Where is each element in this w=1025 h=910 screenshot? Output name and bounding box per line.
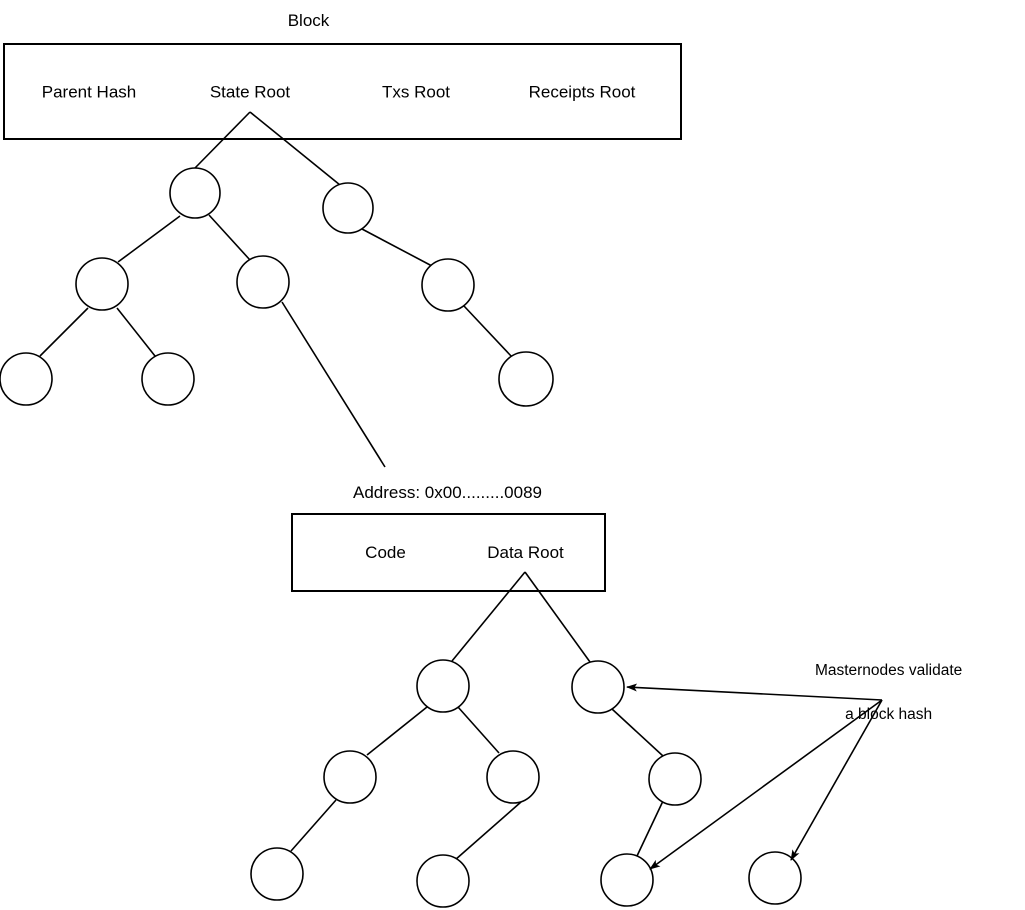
state-trie-edge-2 (117, 215, 181, 263)
data-trie-edge-4 (611, 708, 664, 757)
data-trie-node-d2[interactable] (571, 660, 625, 714)
state-trie-edges (39, 111, 513, 468)
annotation-line-1: Masternodes validate (814, 662, 963, 679)
account-field-label-0: Code (365, 543, 406, 562)
account-address-label: Address: 0x00.........0089 (352, 483, 542, 502)
data-trie-node-d9[interactable] (748, 851, 802, 905)
masternode-annotation-label: Masternodes validate a block hash (790, 638, 970, 748)
data-trie-edge-5 (290, 799, 337, 852)
account-field-label-1: Data Root (487, 543, 564, 562)
state-trie-edge-8 (281, 301, 386, 468)
data-trie-node-d1[interactable] (416, 659, 470, 713)
data-trie-edges (290, 571, 664, 861)
account-fields: Code Data Root (312, 532, 592, 572)
data-trie-node-d6[interactable] (250, 847, 304, 901)
account-field-box-0[interactable] (312, 532, 459, 572)
state-trie-node-s6[interactable] (0, 352, 53, 406)
annotation-line-2: a block hash (845, 706, 933, 723)
data-trie-node-d7[interactable] (416, 854, 470, 908)
block-fields: Parent Hash State Root Txs Root Receipts Ro… (19, 71, 652, 112)
state-trie-node-s5[interactable] (421, 258, 475, 312)
state-trie-node-s3[interactable] (75, 257, 129, 311)
state-trie-node-s4[interactable] (236, 255, 290, 309)
state-trie-node-s7[interactable] (141, 352, 195, 406)
validation-arrows (626, 683, 883, 870)
state-trie-edge-0 (194, 111, 251, 169)
state-trie-edge-5 (39, 307, 89, 357)
state-trie-node-s1[interactable] (169, 167, 221, 219)
data-trie-edge-0 (451, 571, 526, 662)
block-title-label: Block (287, 11, 330, 30)
state-trie-edge-7 (463, 305, 513, 358)
block-field-box-0[interactable] (19, 71, 159, 112)
state-trie-edge-4 (361, 228, 433, 267)
state-trie-edge-6 (116, 307, 156, 357)
data-trie-nodes (250, 659, 802, 908)
state-trie-edge-1 (249, 111, 341, 186)
data-trie-edge-2 (366, 706, 428, 756)
arrow-to-node-d9 (790, 699, 883, 861)
block-field-box-2[interactable] (346, 71, 486, 112)
state-trie-edge-3 (208, 214, 251, 261)
block-field-label-3: Receipts Root (529, 83, 636, 102)
block-field-label-2: Txs Root (382, 83, 450, 102)
state-trie-node-s2[interactable] (322, 182, 374, 234)
arrow-to-node-d2 (626, 683, 883, 701)
block-field-box-1[interactable] (180, 71, 320, 112)
data-trie-edge-1 (524, 571, 591, 663)
state-trie-node-s8[interactable] (498, 351, 554, 407)
block-field-label-1: State Root (210, 83, 291, 102)
data-trie-edge-3 (457, 706, 500, 754)
account-field-box-1[interactable] (459, 532, 592, 572)
data-trie-edge-7 (636, 800, 664, 857)
data-trie-node-d4[interactable] (486, 750, 540, 804)
block-field-label-0: Parent Hash (42, 83, 137, 102)
arrow-to-node-d8 (649, 699, 883, 870)
data-trie-node-d8[interactable] (600, 853, 654, 907)
state-trie-nodes (0, 167, 554, 407)
block-field-box-3[interactable] (512, 71, 652, 112)
data-trie-node-d5[interactable] (648, 752, 702, 806)
data-trie-edge-6 (454, 801, 522, 861)
data-trie-node-d3[interactable] (323, 750, 377, 804)
